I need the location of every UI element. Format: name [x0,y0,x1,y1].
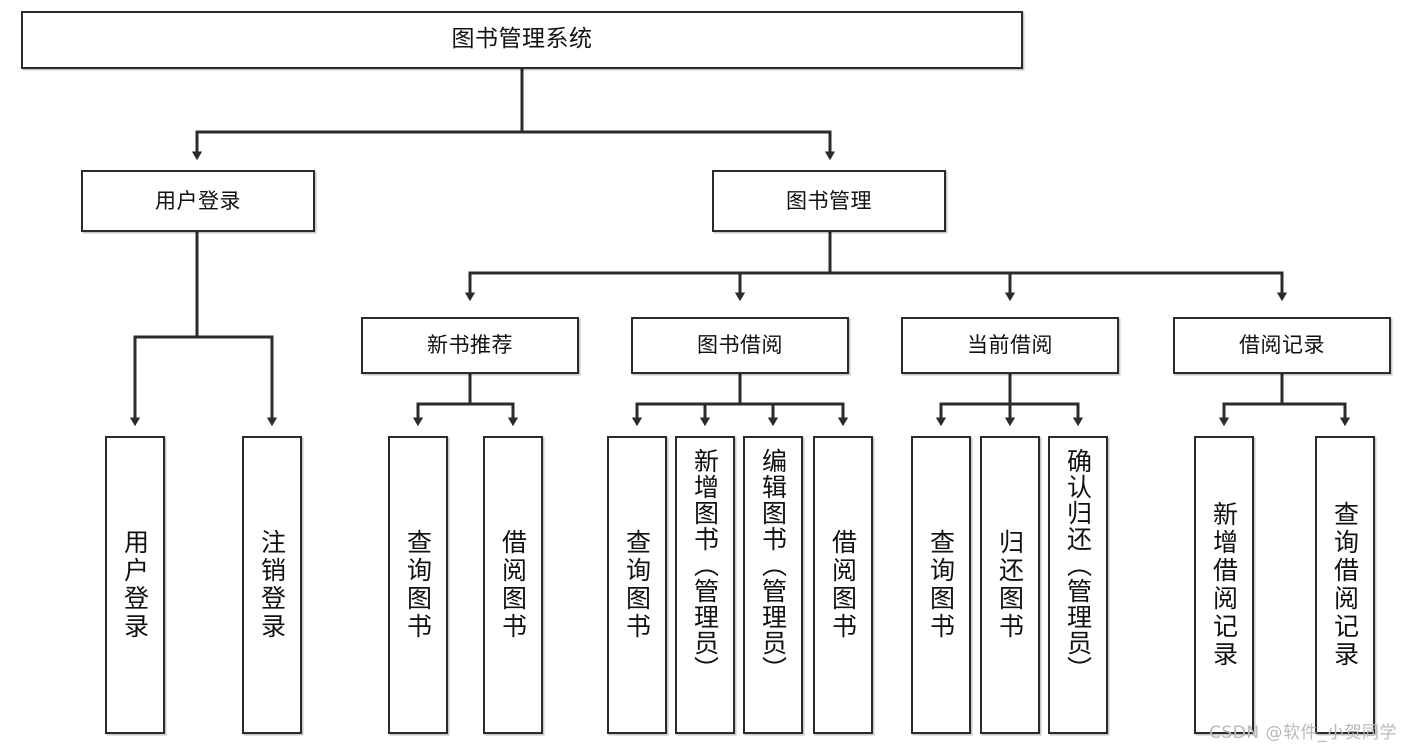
node-label: 查询图书 [926,529,956,641]
node-label: 借阅图书 [828,529,858,641]
leaf-borrow-book[interactable]: 借阅图书 [813,436,873,734]
node-label: 借阅记录 [1239,333,1325,358]
leaf-logout-login[interactable]: 注销登录 [242,436,302,734]
node-label: 图书管理 [786,188,872,213]
node-book-management[interactable]: 图书管理 [712,170,946,232]
node-label: 用户登录 [120,529,150,641]
node-label: 查询借阅记录 [1330,501,1360,669]
node-label: 当前借阅 [967,333,1053,358]
node-new-book-recommend[interactable]: 新书推荐 [361,317,579,374]
node-label: 注销登录 [257,529,287,641]
node-label: 图书管理系统 [451,26,593,53]
node-borrow-record[interactable]: 借阅记录 [1173,317,1391,374]
leaf-user-login[interactable]: 用户登录 [105,436,165,734]
leaf-add-borrow-record[interactable]: 新增借阅记录 [1194,436,1254,734]
leaf-edit-book-admin[interactable]: 编辑图书（管理员） [743,436,803,734]
node-label: 确认归还（管理员） [1063,448,1093,682]
leaf-query-borrow-record[interactable]: 查询借阅记录 [1315,436,1375,734]
node-label: 图书借阅 [697,333,783,358]
node-label: 编辑图书（管理员） [758,448,788,682]
leaf-return-book[interactable]: 归还图书 [980,436,1040,734]
leaf-query-book-recommend[interactable]: 查询图书 [388,436,448,734]
node-label: 查询图书 [622,529,652,641]
node-book-borrow[interactable]: 图书借阅 [631,317,849,374]
leaf-borrow-book-recommend[interactable]: 借阅图书 [483,436,543,734]
node-user-login[interactable]: 用户登录 [81,170,315,232]
node-label: 归还图书 [995,529,1025,641]
leaf-confirm-return-admin[interactable]: 确认归还（管理员） [1048,436,1108,734]
node-label: 新增借阅记录 [1209,501,1239,669]
node-label: 新书推荐 [427,333,513,358]
leaf-query-book-borrow[interactable]: 查询图书 [607,436,667,734]
leaf-query-book-current[interactable]: 查询图书 [911,436,971,734]
leaf-add-book-admin[interactable]: 新增图书（管理员） [675,436,735,734]
node-book-management-system[interactable]: 图书管理系统 [21,11,1023,69]
node-current-borrow[interactable]: 当前借阅 [901,317,1119,374]
node-label: 用户登录 [155,188,241,213]
csdn-watermark: CSDN @软件_小贺同学 [1209,723,1397,743]
node-label: 新增图书（管理员） [690,448,720,682]
node-label: 借阅图书 [498,529,528,641]
node-label: 查询图书 [403,529,433,641]
